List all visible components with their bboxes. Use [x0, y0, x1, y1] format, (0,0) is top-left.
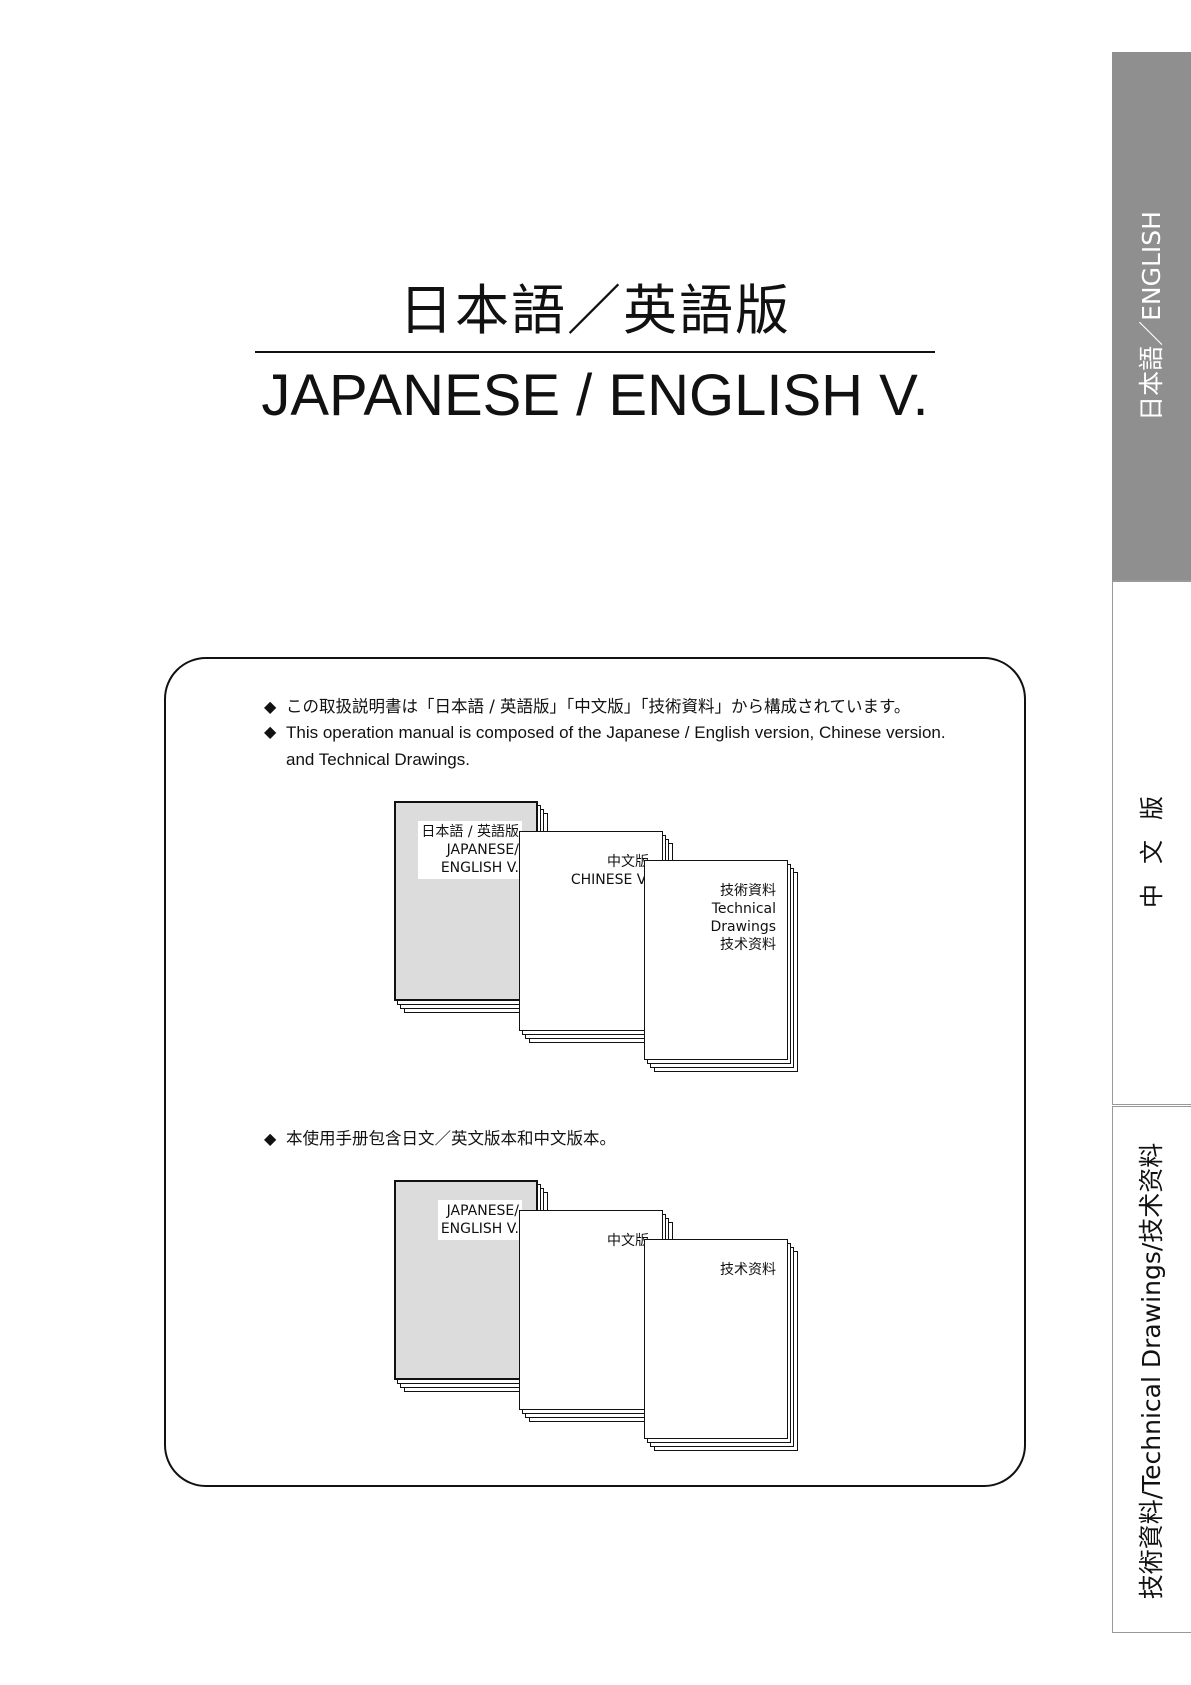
side-tab-chinese[interactable]: 中文版 — [1112, 581, 1191, 1105]
side-tab-label: 日本語／ENGLISH — [1137, 211, 1166, 421]
diamond-bullet-icon: ◆ — [264, 697, 277, 716]
side-tab-japanese-english[interactable]: 日本語／ENGLISH — [1112, 52, 1191, 581]
book-label: JAPANESE/ ENGLISH V. — [437, 1200, 522, 1240]
side-tab-label: 技術資料/Technical Drawings/技术资料 — [1137, 1142, 1166, 1600]
manual-composition-box: ◆ この取扱説明書は「日本語 / 英語版」「中文版」「技術資料」から構成されてい… — [164, 657, 1026, 1487]
book-technical-drawings: 技术资料 — [644, 1239, 798, 1451]
book-technical-drawings: 技術資料 Technical Drawings 技术资料 — [644, 860, 798, 1072]
bullet-text: この取扱説明書は「日本語 / 英語版」「中文版」「技術資料」から構成されています… — [286, 697, 911, 716]
page-title-english: JAPANESE / ENGLISH V. — [261, 363, 929, 428]
bullet-text: This operation manual is composed of the… — [286, 723, 946, 742]
bullet-text-continuation: and Technical Drawings. — [286, 750, 470, 769]
bullet-english: ◆ This operation manual is composed of t… — [264, 719, 946, 773]
book-label: 中文版 — [607, 1233, 649, 1249]
book-label: 中文版 CHINESE V. — [570, 854, 649, 888]
page-title-japanese: 日本語／英語版 — [399, 279, 791, 342]
book-label: 日本語 / 英語版 JAPANESE/ ENGLISH V. — [418, 821, 522, 879]
side-tab-technical-drawings[interactable]: 技術資料/Technical Drawings/技术资料 — [1112, 1106, 1191, 1633]
book-japanese-english: 日本語 / 英語版 JAPANESE/ ENGLISH V. — [394, 801, 548, 1013]
title-divider — [255, 351, 935, 353]
bullet-chinese: ◆ 本使用手册包含日文／英文版本和中文版本。 — [264, 1125, 616, 1152]
diamond-bullet-icon: ◆ — [264, 1129, 277, 1148]
side-tab-label: 中文版 — [1138, 776, 1166, 908]
bullet-text: 本使用手册包含日文／英文版本和中文版本。 — [286, 1129, 616, 1148]
diamond-bullet-icon: ◆ — [264, 724, 277, 741]
bullet-japanese: ◆ この取扱説明書は「日本語 / 英語版」「中文版」「技術資料」から構成されてい… — [264, 693, 910, 720]
book-label: 技術資料 Technical Drawings 技术资料 — [710, 883, 776, 953]
book-japanese-english: JAPANESE/ ENGLISH V. — [394, 1180, 548, 1392]
book-label: 技术资料 — [720, 1262, 776, 1278]
